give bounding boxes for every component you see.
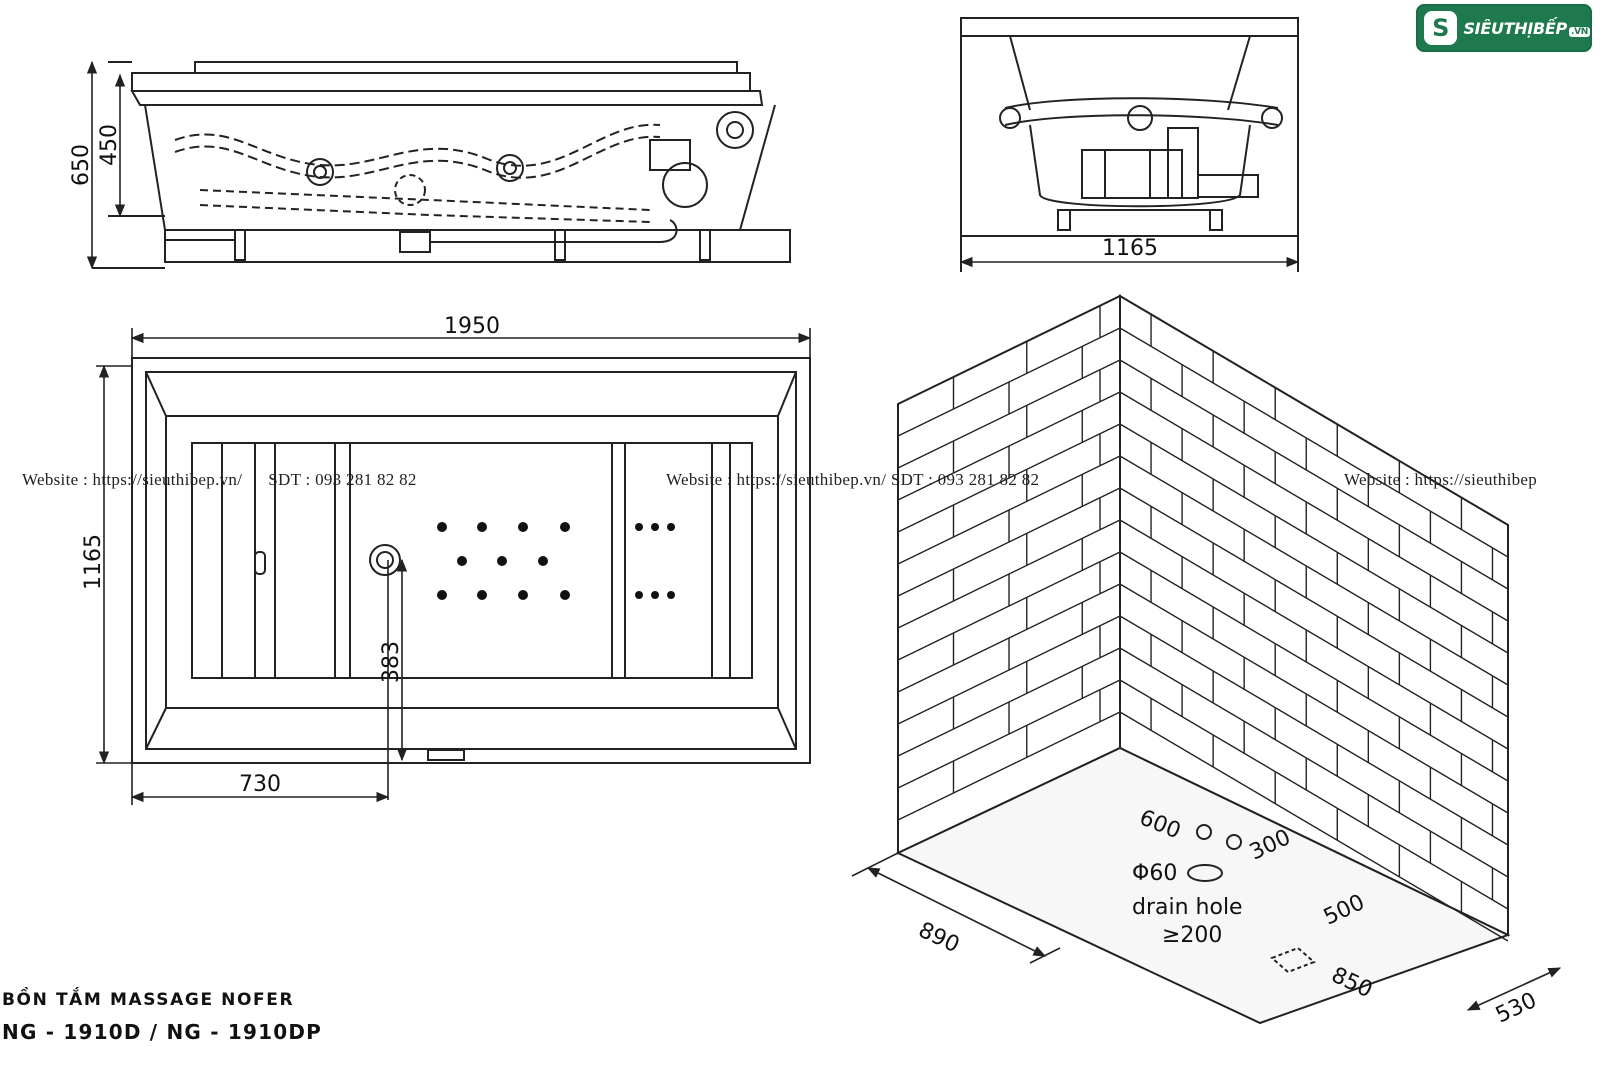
brick-line <box>1119 487 1509 718</box>
brick-line <box>897 711 1121 821</box>
watermark-website: Website : https://sieuthibep.vn/ <box>22 470 243 489</box>
dim-plan-drain-offset: 730 <box>239 772 281 797</box>
brick-line <box>1119 519 1509 750</box>
dim-side-total-height: 650 <box>69 144 94 186</box>
dim-install-drain-min: ≥200 <box>1162 923 1222 948</box>
brick-line <box>1119 327 1509 558</box>
dim-install-890: 890 <box>914 918 963 958</box>
dim-install-drain-label: drain hole <box>1132 895 1243 920</box>
logo-text: SIÊUTHỊBẾP.VN <box>1463 18 1590 38</box>
watermark-phone: SDT : 093 281 82 82 <box>268 470 417 489</box>
brick-line <box>1119 711 1509 942</box>
watermark-2: Website : https://sieuthibep.vn/ SDT : 0… <box>666 470 1039 490</box>
brick-line <box>1119 647 1509 878</box>
dim-install-530: 530 <box>1492 988 1541 1028</box>
brick-line <box>1119 679 1509 910</box>
dim-install-drain-diameter: Φ60 <box>1132 861 1177 886</box>
side-elevation-view <box>92 61 791 269</box>
dim-side-tub-height: 450 <box>97 124 122 166</box>
install-dimension-lines <box>851 852 1562 1011</box>
dim-end-width: 1165 <box>1102 236 1158 261</box>
dim-plan-length: 1950 <box>444 314 500 339</box>
watermark-website: Website : https://sieuthibep.vn/ <box>666 470 887 489</box>
brick-line <box>1119 423 1509 654</box>
installation-corner-view <box>895 294 1511 1025</box>
logo-s-icon: S <box>1424 11 1458 45</box>
brand-logo[interactable]: S SIÊUTHỊBẾP.VN <box>1416 4 1592 52</box>
watermark-1: Website : https://sieuthibep.vn/SDT : 09… <box>22 470 417 490</box>
side-dimension-lines <box>86 60 126 270</box>
brick-line <box>1119 583 1509 814</box>
plan-dimension-lines <box>96 328 812 805</box>
plan-view <box>131 357 811 764</box>
dim-plan-drain-depth: 383 <box>379 641 404 683</box>
brick-line <box>1119 359 1509 590</box>
dim-plan-width: 1165 <box>81 534 106 590</box>
product-caption: BỒN TẮM MASSAGE NOFER NG - 1910D / NG - … <box>2 990 322 1044</box>
caption-title: BỒN TẮM MASSAGE NOFER <box>2 990 295 1010</box>
watermark-website: Website : https://sieuthibep <box>1344 470 1538 489</box>
brick-line <box>1119 615 1509 846</box>
brick-line <box>1119 391 1509 622</box>
watermark-3: Website : https://sieuthibep <box>1344 470 1537 490</box>
plan-jets <box>437 522 675 600</box>
end-elevation-view <box>960 17 1299 272</box>
brick-lines <box>897 305 1509 942</box>
brick-line <box>1119 455 1509 686</box>
brick-line <box>1119 551 1509 782</box>
floor-holes <box>1187 824 1316 974</box>
watermark-phone: SDT : 093 281 82 82 <box>890 470 1040 489</box>
caption-model: NG - 1910D / NG - 1910DP <box>2 1020 322 1044</box>
